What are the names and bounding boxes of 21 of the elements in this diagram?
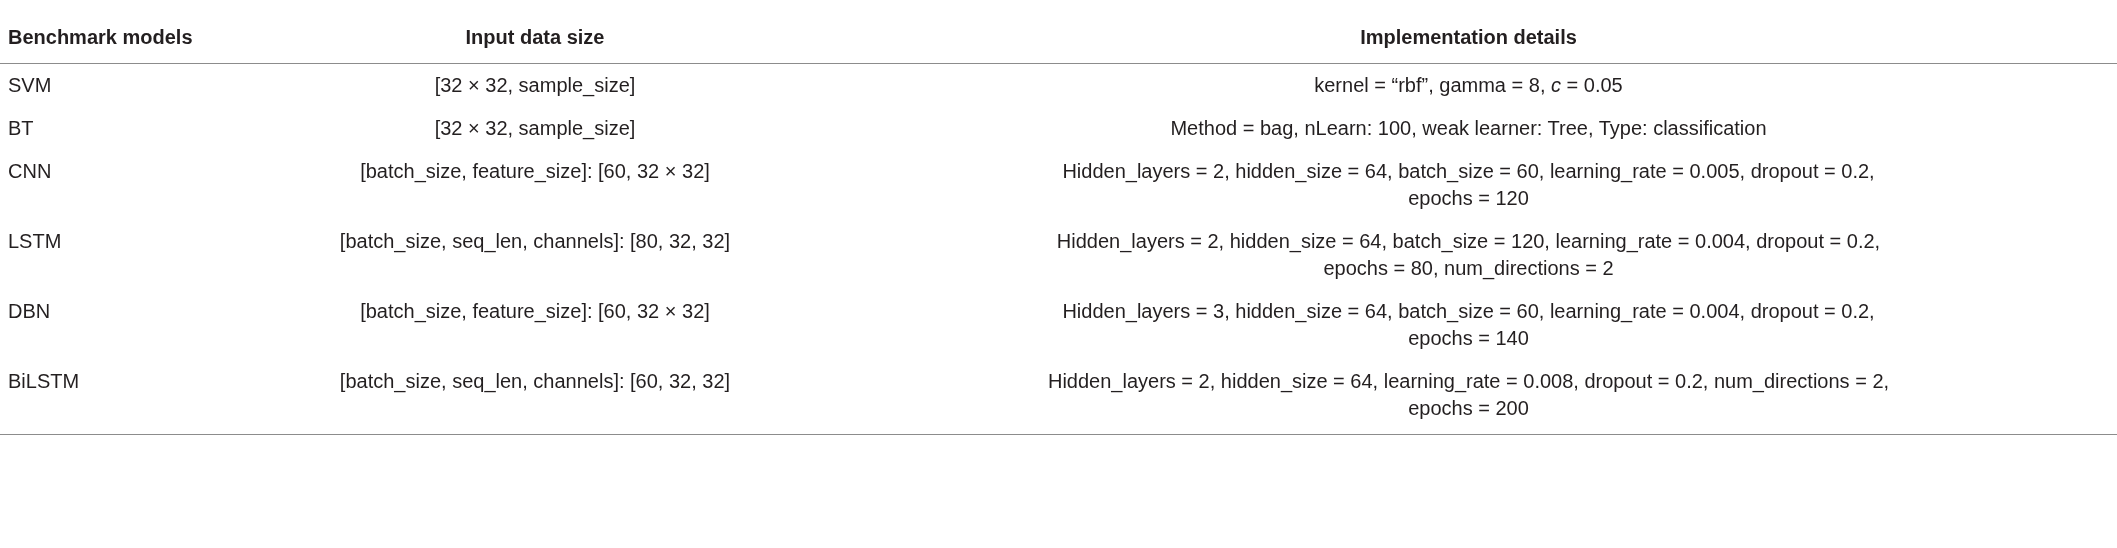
model-name: CNN [8,159,52,184]
model-name: BiLSTM [8,369,80,394]
input-size: [batch_size, seq_len, channels]: [80, 32, 32] [339,229,731,255]
model-name: DBN [8,299,51,324]
model-name: SVM [8,73,52,98]
input-size: [32 × 32, sample_size] [434,116,636,142]
implementation-details: Hidden_layers = 2, hidden_size = 64, batch_size = 60, learning_rate = 0.005, dropout = 0.2, epochs = 120 [1061,159,1876,211]
implementation-details: Hidden_layers = 2, hidden_size = 64, learning_rate = 0.008, dropout = 0.2, num_directions = 2, epochs = 200 [1046,369,1891,421]
column-header: Implementation details [1360,25,1577,50]
implementation-details: Hidden_layers = 3, hidden_size = 64, batch_size = 60, learning_rate = 0.004, dropout = 0.2, epochs = 140 [1061,299,1876,351]
implementation-details: kernel = “rbf”, gamma = 8, c = 0.05 [1314,73,1623,98]
column-header: Input data size [465,25,605,50]
model-name: BT [8,116,34,141]
input-size: [batch_size, seq_len, channels]: [60, 32, 32] [339,369,731,395]
column-header: Benchmark models [8,25,193,50]
model-name: LSTM [8,229,62,254]
input-size: [32 × 32, sample_size] [434,73,636,99]
input-size: [batch_size, feature_size]: [60, 32 × 32] [360,299,710,325]
implementation-details: Method = bag, nLearn: 100, weak learner: Tree, Type: classification [1170,116,1767,141]
input-size: [batch_size, feature_size]: [60, 32 × 32] [360,159,710,185]
implementation-details: Hidden_layers = 2, hidden_size = 64, batch_size = 120, learning_rate = 0.004, dropout = 0.2, epochs = 80, num_directions = 2 [1055,229,1882,282]
